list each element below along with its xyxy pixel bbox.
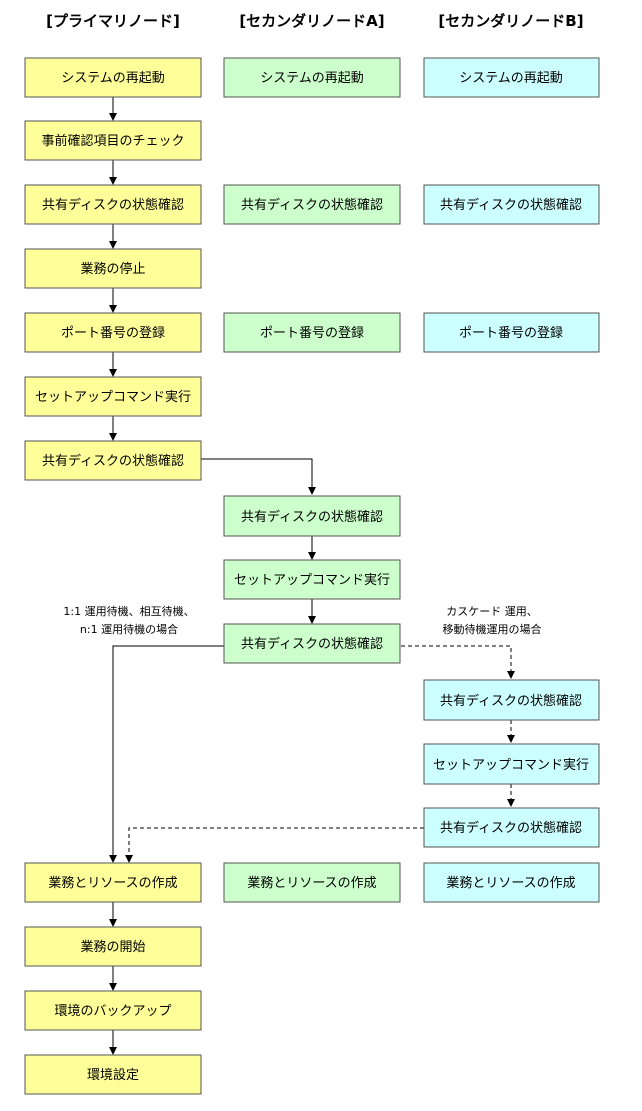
box-label: ポート番号の登録 xyxy=(260,326,364,341)
box-label: 業務の開始 xyxy=(80,939,145,955)
box-secondary-b-disk-check-2: 共有ディスクの状態確認 xyxy=(423,679,600,721)
box-primary-disk-check-1: 共有ディスクの状態確認 xyxy=(24,184,202,225)
box-label: 共有ディスクの状態確認 xyxy=(440,820,582,836)
note-left-line1: 1:1 運用待機、相互待機、 xyxy=(63,604,194,618)
arrow-p-disk2-to-a-disk2 xyxy=(201,458,316,495)
box-primary-stop-business: 業務の停止 xyxy=(24,248,202,289)
box-primary-env-settings: 環境設定 xyxy=(24,1054,202,1095)
box-secondary-b-port-register: ポート番号の登録 xyxy=(423,312,600,353)
box-label: システムの再起動 xyxy=(459,71,563,86)
box-label: 共有ディスクの状態確認 xyxy=(440,197,582,213)
box-secondary-a-disk-check-3: 共有ディスクの状態確認 xyxy=(223,623,401,664)
box-label: 共有ディスクの状態確認 xyxy=(241,197,383,213)
box-secondary-a-port-register: ポート番号の登録 xyxy=(223,312,401,353)
box-label: 環境設定 xyxy=(87,1067,139,1083)
note-right-line2: 移動待機運用の場合 xyxy=(443,622,542,636)
box-label: 業務とリソースの作成 xyxy=(446,875,575,891)
box-primary-restart: システムの再起動 xyxy=(24,57,202,98)
box-primary-setup-command: セットアップコマンド実行 xyxy=(24,376,202,417)
column-title-secondary-b: [セカンダリノードB] xyxy=(438,12,583,30)
box-secondary-b-create-business: 業務とリソースの作成 xyxy=(423,862,600,903)
box-label: 事前確認項目のチェック xyxy=(41,133,184,149)
box-primary-port-register: ポート番号の登録 xyxy=(24,312,202,353)
box-label: 共有ディスクの状態確認 xyxy=(42,453,184,469)
box-secondary-a-restart: システムの再起動 xyxy=(223,57,401,98)
box-primary-disk-check-2: 共有ディスクの状態確認 xyxy=(24,440,202,481)
box-label: ポート番号の登録 xyxy=(459,326,563,341)
box-secondary-a-create-business: 業務とリソースの作成 xyxy=(223,862,401,903)
box-label: 業務の停止 xyxy=(80,261,145,277)
arrow-b-disk3-to-p-create xyxy=(125,827,424,863)
note-right-line1: カスケード 運用、 xyxy=(446,605,538,618)
column-title-secondary-a: [セカンダリノードA] xyxy=(239,12,384,30)
box-label: 共有ディスクの状態確認 xyxy=(42,197,184,213)
box-label: システムの再起動 xyxy=(61,71,165,86)
box-secondary-b-setup-command: セットアップコマンド実行 xyxy=(423,743,600,785)
box-label: 共有ディスクの状態確認 xyxy=(440,693,582,709)
box-secondary-a-disk-check-2: 共有ディスクの状態確認 xyxy=(223,495,401,537)
box-primary-precheck: 事前確認項目のチェック xyxy=(24,120,202,161)
box-secondary-b-restart: システムの再起動 xyxy=(423,57,600,98)
box-label: 共有ディスクの状態確認 xyxy=(241,636,383,652)
box-secondary-a-setup-command: セットアップコマンド実行 xyxy=(223,559,401,600)
box-label: セットアップコマンド実行 xyxy=(35,389,191,405)
note-left-line2: n:1 運用待機の場合 xyxy=(80,622,178,636)
column-title-primary: [プライマリノード] xyxy=(46,12,180,30)
box-label: 環境のバックアップ xyxy=(54,1004,171,1019)
box-secondary-a-disk-check-1: 共有ディスクの状態確認 xyxy=(223,184,401,225)
box-secondary-b-disk-check-3: 共有ディスクの状態確認 xyxy=(423,807,600,848)
arrow-a-disk3-to-b-disk2 xyxy=(401,645,515,679)
box-primary-start-business: 業務の開始 xyxy=(24,926,202,967)
box-label: ポート番号の登録 xyxy=(61,326,165,341)
box-label: セットアップコマンド実行 xyxy=(234,572,390,588)
box-label: 業務とリソースの作成 xyxy=(247,875,376,891)
arrow-a-disk3-to-p-create xyxy=(109,645,224,863)
box-secondary-b-disk-check-1: 共有ディスクの状態確認 xyxy=(423,184,600,225)
box-primary-backup: 環境のバックアップ xyxy=(24,990,202,1031)
box-label: システムの再起動 xyxy=(260,71,364,86)
box-label: 共有ディスクの状態確認 xyxy=(241,509,383,525)
box-label: 業務とリソースの作成 xyxy=(48,875,177,891)
box-primary-create-business: 業務とリソースの作成 xyxy=(24,862,202,903)
box-label: セットアップコマンド実行 xyxy=(433,757,589,773)
